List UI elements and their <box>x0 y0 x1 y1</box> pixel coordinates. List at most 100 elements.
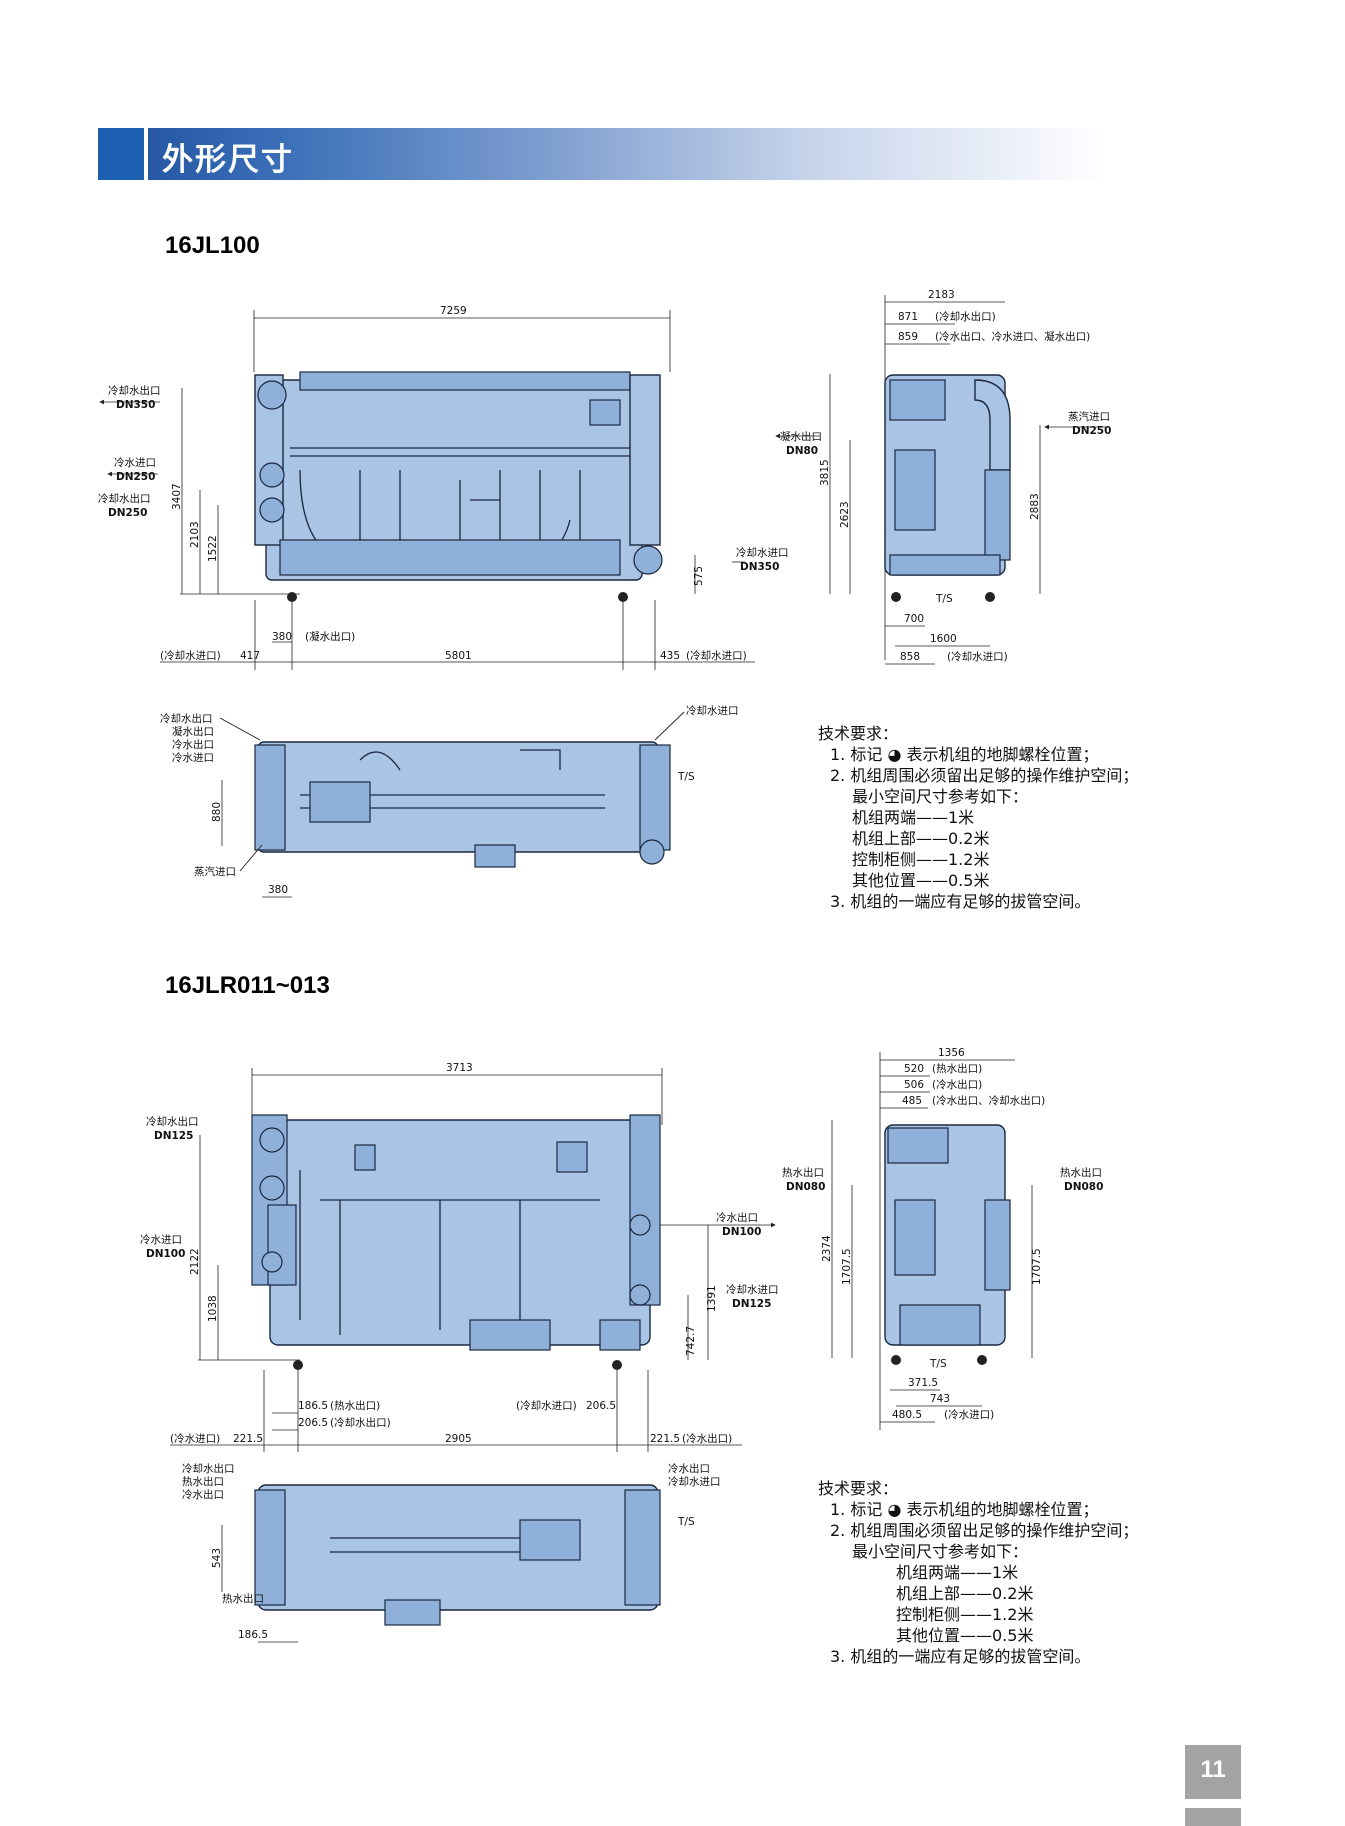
dim-435: 435 <box>660 650 680 662</box>
dim-2122: 2122 <box>189 1248 201 1275</box>
dim-2905: 2905 <box>445 1433 472 1445</box>
dim-1707a: 1707.5 <box>841 1248 853 1285</box>
dim-417: 417 <box>240 650 260 662</box>
note-871: (冷却水出口) <box>935 310 996 323</box>
top-r-hot-out: 热水出口 <box>182 1475 224 1488</box>
model-title-16jl100: 16JL100 <box>165 232 260 259</box>
label-dn250: DN250 <box>116 471 155 483</box>
label-hot-out-paren: (热水出口) <box>330 1399 380 1412</box>
dim-380: 380 <box>272 631 292 643</box>
dim-3713: 3713 <box>446 1062 473 1074</box>
top-label-chill-out: 冷水出口 <box>172 738 214 751</box>
dim-2183: 2183 <box>928 289 955 301</box>
model-title-16jlr: 16JLR011~013 <box>165 972 330 999</box>
req-item: 机组上部——0.2米 <box>896 1584 1034 1603</box>
label-cool-in-r: 冷却水进口 <box>736 546 789 559</box>
dim-2623: 2623 <box>839 501 851 528</box>
note-520: (热水出口) <box>932 1062 982 1075</box>
dim-1522: 1522 <box>207 535 219 562</box>
label-steam-in: 蒸汽进口 <box>1068 410 1110 423</box>
page-number-box <box>1185 1745 1241 1799</box>
req-item: 机组两端——1米 <box>852 808 975 827</box>
dim-top-880: 880 <box>211 802 223 822</box>
top-r-hot-out-b: 热水出口 <box>222 1592 264 1605</box>
label-chill-out-right: 冷水出口 <box>716 1211 758 1224</box>
label-cool-in-paren-r: (冷却水进口) <box>686 649 747 662</box>
side-view-16jl100: 2183 871 (冷却水出口) 859 (冷水出口、冷水进口、凝水出口) T/… <box>775 289 1111 665</box>
dim-871: 871 <box>898 311 918 323</box>
section-header-block <box>98 128 144 180</box>
note-485: (冷水出口、冷却水出口) <box>932 1094 1045 1107</box>
dim-206r: 206.5 <box>586 1400 616 1412</box>
req-item: 机组上部——0.2米 <box>852 829 990 848</box>
top-label-ts: T/S <box>677 771 695 783</box>
label-cond-out-paren: (凝水出口) <box>305 630 355 643</box>
top-label-cond-out: 凝水出口 <box>172 725 214 738</box>
label-dn100: DN100 <box>146 1248 185 1260</box>
top-view-16jlr: 冷却水出口 热水出口 冷水出口 冷水出口 冷却水进口 T/S 543 热水出口 … <box>182 1462 721 1643</box>
dim-221r: 221.5 <box>650 1433 680 1445</box>
label-dn250b: DN250 <box>108 507 147 519</box>
page-number: 11 <box>1200 1756 1226 1783</box>
note-506: (冷水出口) <box>932 1078 982 1091</box>
front-view-16jlr: 3713 2122 1038 冷却水出口 DN125 冷水进口 DN100 冷水… <box>140 1062 779 1452</box>
label-dn080a: DN080 <box>786 1181 825 1193</box>
top-r-chill-out-right: 冷水出口 <box>668 1462 710 1475</box>
dim-2374: 2374 <box>821 1235 833 1262</box>
label-dn350b: DN350 <box>740 561 779 573</box>
top-r-ts: T/S <box>677 1516 695 1528</box>
front-view-16jl100: 7259 3407 2103 1522 冷却水出口 DN350 冷水进口 DN2… <box>98 305 789 670</box>
req-item: 1. 标记 ◕ 表示机组的地脚螺栓位置； <box>830 745 1099 764</box>
dim-7259: 7259 <box>440 305 467 317</box>
label-chill-in-r: 冷水进口 <box>140 1233 182 1246</box>
dim-858: 858 <box>900 651 920 663</box>
dim-575: 575 <box>693 566 705 586</box>
section-title: 外形尺寸 <box>162 142 294 178</box>
dim-2103: 2103 <box>189 521 201 548</box>
dim-1391: 1391 <box>706 1285 718 1312</box>
label-dn080b: DN080 <box>1064 1181 1103 1193</box>
requirements-1: 技术要求： 1. 标记 ◕ 表示机组的地脚螺栓位置； 2. 机组周围必须留出足够… <box>818 723 1138 912</box>
dim-1707b: 1707.5 <box>1031 1248 1043 1285</box>
page-number-tab <box>1185 1808 1241 1826</box>
dim-520: 520 <box>904 1063 924 1075</box>
req-item: 控制柜侧——1.2米 <box>852 850 990 869</box>
label-ts-side-r: T/S <box>929 1358 947 1370</box>
label-dn125b: DN125 <box>732 1298 771 1310</box>
dim-506: 506 <box>904 1079 924 1091</box>
dim-206: 206.5 <box>298 1417 328 1429</box>
dim-1038: 1038 <box>207 1295 219 1322</box>
dim-top-380: 380 <box>268 884 288 896</box>
req-item: 机组两端——1米 <box>896 1563 1019 1582</box>
label-ts-side: T/S <box>935 593 953 605</box>
label-dn350: DN350 <box>116 399 155 411</box>
label-hot-out-right: 热水出口 <box>1060 1166 1102 1179</box>
dim-1600: 1600 <box>930 633 957 645</box>
dim-543: 543 <box>211 1548 223 1568</box>
req-item: 最小空间尺寸参考如下： <box>852 1542 1029 1561</box>
req-heading: 技术要求： <box>818 1479 899 1498</box>
dim-1356: 1356 <box>938 1047 965 1059</box>
top-r-cool-in-right: 冷却水进口 <box>668 1475 721 1488</box>
right-waterbox <box>629 374 661 546</box>
dim-186: 186.5 <box>298 1400 328 1412</box>
req-item: 2. 机组周围必须留出足够的操作维护空间； <box>830 766 1139 785</box>
dim-485: 485 <box>902 1095 922 1107</box>
label-dn125: DN125 <box>154 1130 193 1142</box>
req-item: 2. 机组周围必须留出足够的操作维护空间； <box>830 1521 1139 1540</box>
shell-body-r <box>269 1119 651 1346</box>
top-label-steam-in: 蒸汽进口 <box>194 865 236 878</box>
top-label-chill-in: 冷水进口 <box>172 751 214 764</box>
label-chill-out-paren: (冷水出口) <box>682 1432 732 1445</box>
req-item: 其他位置——0.5米 <box>896 1626 1034 1645</box>
label-dn250c: DN250 <box>1072 425 1111 437</box>
req-item: 3. 机组的一端应有足够的拔管空间。 <box>830 1647 1091 1666</box>
top-r-cool-out: 冷却水出口 <box>182 1462 235 1475</box>
dim-2883: 2883 <box>1029 493 1041 520</box>
label-dn100b: DN100 <box>722 1226 761 1238</box>
label-cool-out-r: 冷却水出口 <box>146 1115 199 1128</box>
top-label-cool-in: 冷却水进口 <box>686 704 739 717</box>
top-r-chill-out: 冷水出口 <box>182 1488 224 1501</box>
dim-3815: 3815 <box>819 459 831 486</box>
